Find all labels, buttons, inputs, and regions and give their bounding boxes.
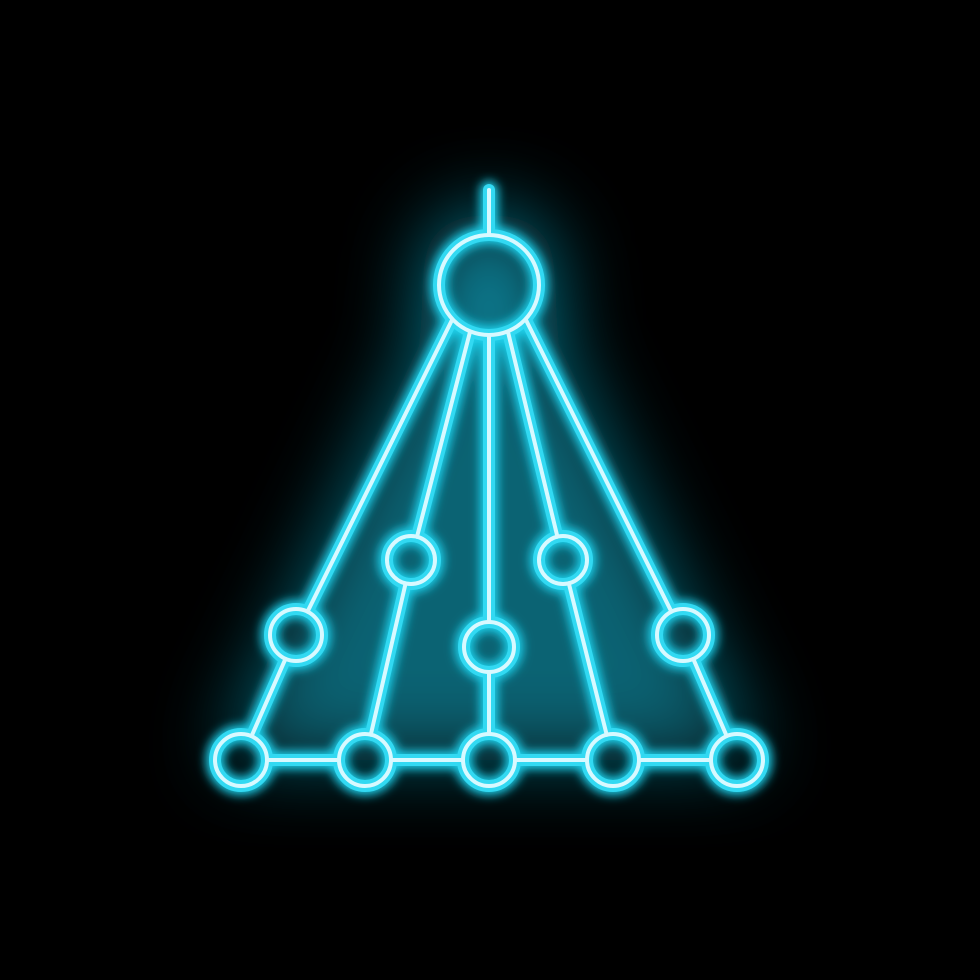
node-bottom-4-inner <box>585 732 641 788</box>
node-bottom-5-inner <box>709 732 765 788</box>
link-right-to-b5-inner <box>691 656 729 739</box>
node-bottom-3-inner <box>461 732 517 788</box>
tube-inner-layer <box>213 188 765 788</box>
branch-right-inner <box>506 330 560 539</box>
link-left-to-b1-inner <box>249 656 288 739</box>
branch-far-right-inner <box>524 318 674 614</box>
branch-far-left-inner <box>305 318 454 614</box>
node-bottom-2-inner <box>337 732 393 788</box>
node-mid-right-upper-inner <box>537 534 589 586</box>
link-ul-to-b2-inner <box>368 581 408 737</box>
node-mid-center-inner <box>462 620 516 674</box>
node-mid-left-upper-inner <box>385 534 437 586</box>
branch-left-inner <box>415 330 472 539</box>
node-mid-right-inner <box>655 607 711 663</box>
node-bottom-1-inner <box>213 732 269 788</box>
link-ur-to-b4-inner <box>566 581 609 737</box>
node-mid-left-inner <box>268 607 324 663</box>
